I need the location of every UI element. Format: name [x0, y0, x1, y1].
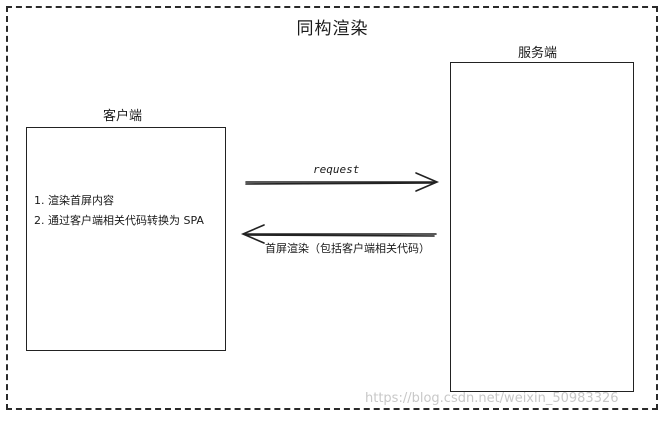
server-box	[450, 62, 634, 392]
client-note-1: 1. 渲染首屏内容	[34, 194, 114, 207]
watermark: https://blog.csdn.net/weixin_50983326	[365, 391, 619, 406]
response-arrow	[240, 224, 437, 244]
client-note-2: 2. 通过客户端相关代码转换为 SPA	[34, 214, 204, 227]
response-label: 首屏渲染（包括客户端相关代码）	[265, 242, 430, 255]
server-label: 服务端	[518, 46, 558, 61]
request-label: request	[313, 163, 360, 176]
diagram-title: 同构渲染	[296, 19, 369, 39]
diagram-frame	[6, 6, 658, 410]
client-label: 客户端	[103, 109, 143, 124]
request-arrow	[245, 172, 440, 192]
client-box	[26, 127, 226, 351]
